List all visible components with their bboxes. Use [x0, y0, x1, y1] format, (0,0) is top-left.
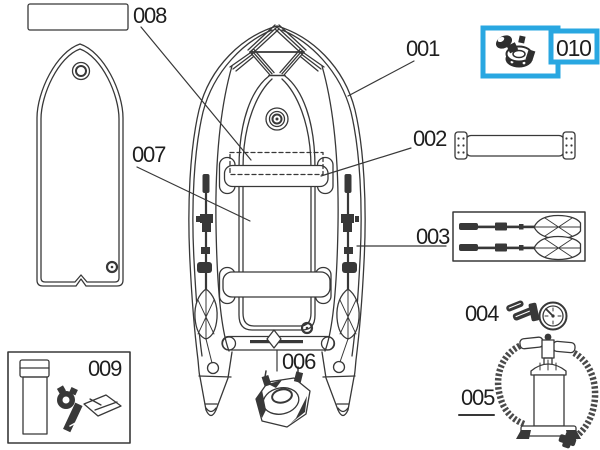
part-label-003: 003: [416, 224, 450, 249]
part-label-009: 009: [88, 356, 122, 381]
leader-line-002: [320, 147, 412, 177]
repair-kit-icon[interactable]: [7, 351, 131, 444]
part-label-002: 002: [413, 126, 447, 151]
bench-seat-icon[interactable]: [454, 131, 576, 160]
pressure-gauge-icon[interactable]: [505, 297, 568, 331]
oar-set-icon[interactable]: [452, 211, 586, 262]
air-valve-icon[interactable]: [494, 33, 536, 68]
leader-line-008: [140, 26, 252, 161]
part-labels: 008 007 009 001 002 003 004 005 006 010: [88, 3, 592, 410]
motor-mount-icon[interactable]: [255, 366, 311, 428]
boat-hull-icon[interactable]: [188, 24, 366, 417]
leader-line-001: [347, 60, 415, 97]
leader-line-007: [136, 166, 251, 222]
part-label-004: 004: [465, 301, 499, 326]
part-label-008: 008: [133, 3, 167, 28]
seat-board-icon[interactable]: [27, 3, 129, 31]
part-label-006: 006: [282, 349, 316, 374]
part-label-005: 005: [461, 385, 495, 410]
line-art: [7, 3, 599, 449]
leader-lines: [136, 26, 495, 416]
highlight-box-label[interactable]: [548, 28, 600, 65]
part-label-007: 007: [132, 142, 166, 167]
floor-board-icon[interactable]: [36, 43, 124, 287]
part-label-001: 001: [406, 36, 440, 61]
part-010-highlight[interactable]: [480, 25, 600, 79]
hand-pump-icon[interactable]: [494, 333, 599, 449]
part-label-010[interactable]: 010: [556, 35, 592, 61]
